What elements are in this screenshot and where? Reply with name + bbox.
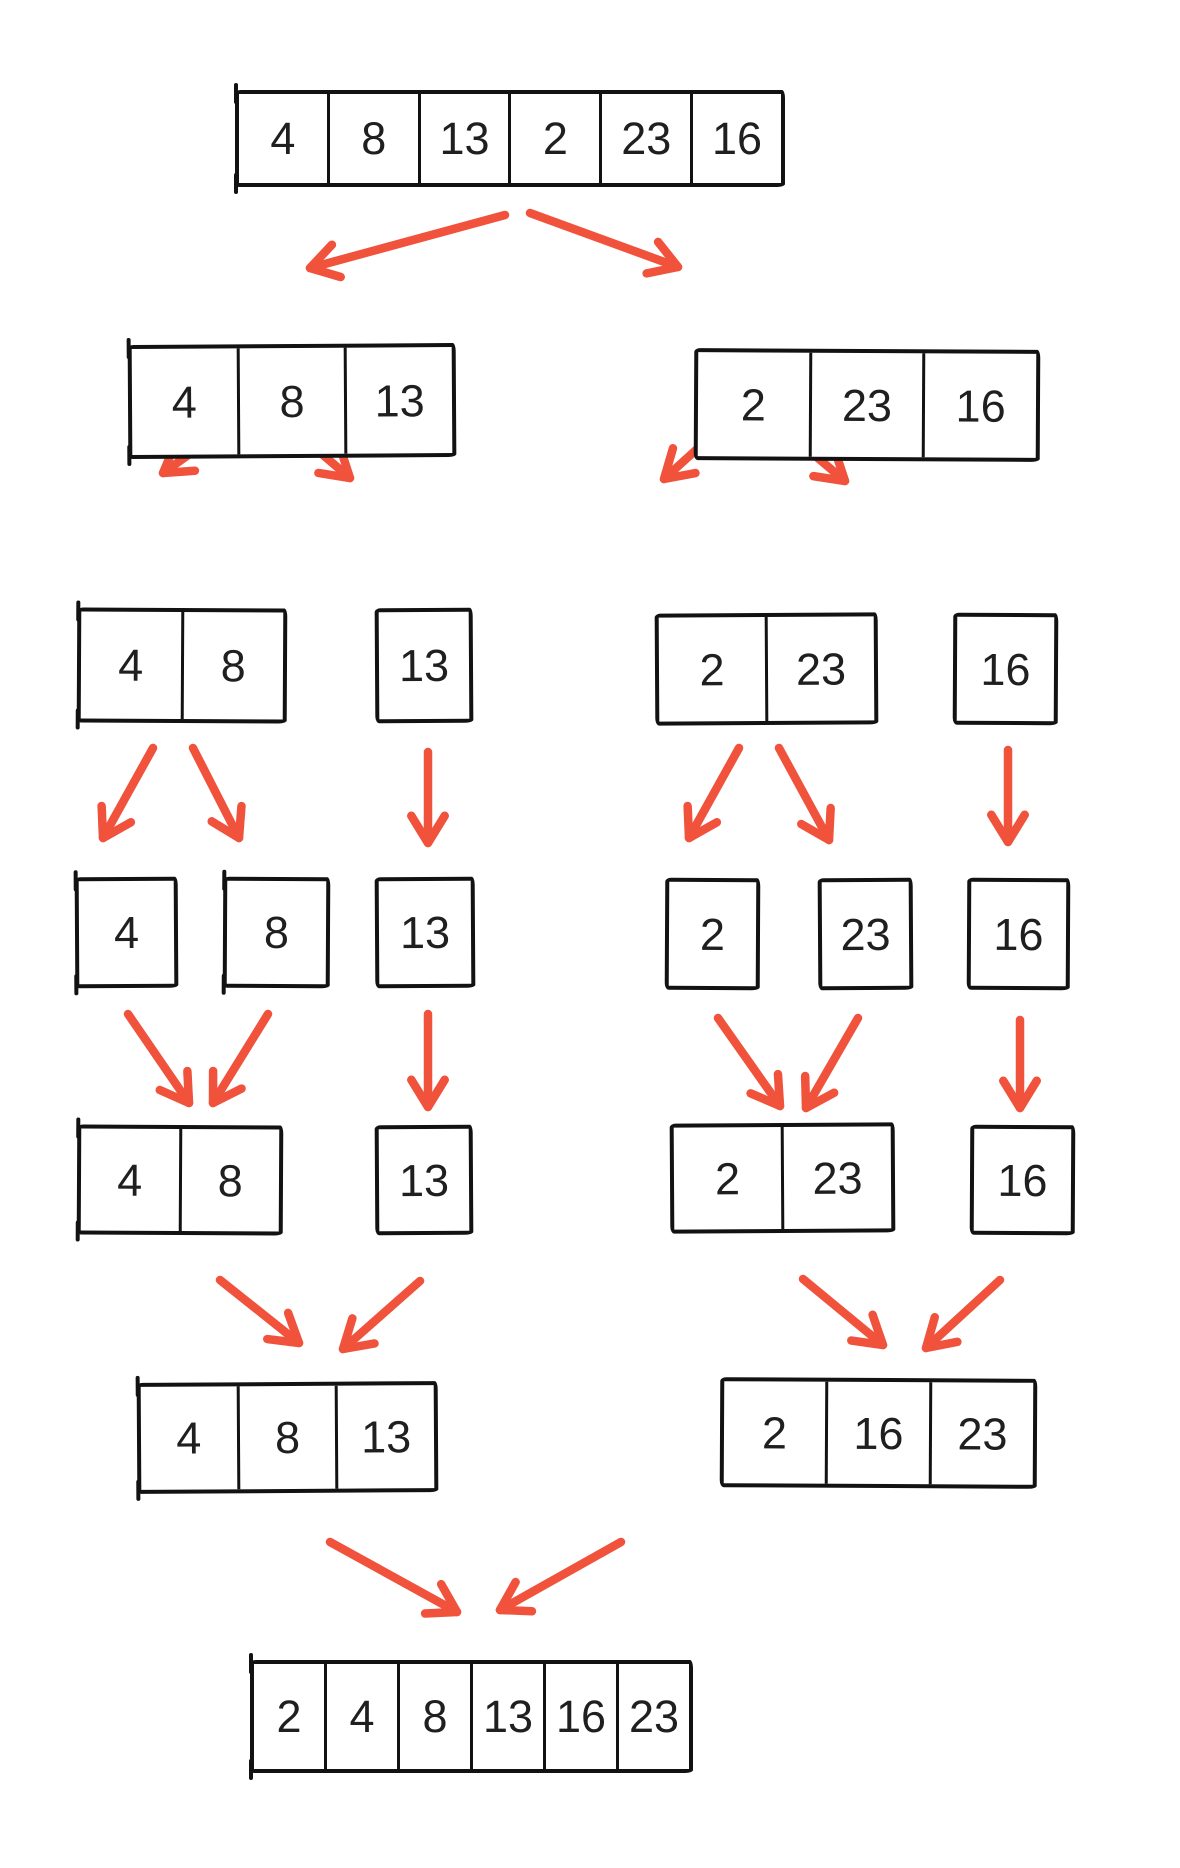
array-cell: 23 [840, 908, 891, 960]
merge-sort-arrow [684, 743, 744, 843]
array-cell: 4 [270, 113, 296, 164]
array-cell: 8 [178, 1128, 280, 1232]
merge-sort-arrow [713, 1013, 785, 1111]
array-cell: 2 [276, 1691, 302, 1742]
array-cell: 4 [113, 906, 140, 959]
merge-sort-arrow [847, 1310, 888, 1350]
array-cell: 13 [470, 1664, 543, 1769]
merge-sort-arrow [97, 801, 136, 843]
array-cell: 4 [171, 376, 198, 428]
array-cell: 2 [699, 643, 725, 695]
split-array-16: 16 [952, 612, 1059, 726]
merge-sort-arrow [495, 1537, 626, 1615]
merge-sort-arrow [305, 240, 345, 282]
merge-sort-arrow [999, 1076, 1041, 1113]
array-cell: 23 [616, 1664, 689, 1769]
array-cell: 8 [180, 611, 284, 720]
merged-array-16: 16 [969, 1124, 1076, 1236]
array-cell: 13 [399, 906, 451, 959]
merge-sort-arrow [525, 208, 683, 272]
merge-sort-arrow [921, 1312, 962, 1353]
array-cell: 23 [928, 1382, 1034, 1485]
array-cell: 8 [397, 1664, 470, 1769]
merge-sort-arrow [338, 1276, 425, 1354]
array-cell: 13 [417, 94, 509, 183]
merged-array-2-23: 2 23 [669, 1122, 896, 1234]
array-cell: 2 [714, 1152, 741, 1204]
array-cell: 16 [997, 1154, 1048, 1206]
array-cell: 8 [236, 347, 345, 455]
merge-sort-arrow [188, 743, 244, 843]
merge-sort-arrow [774, 743, 834, 845]
merge-sort-arrow [155, 1066, 194, 1108]
array-cell: 16 [980, 643, 1031, 695]
array-cell: 13 [398, 1154, 450, 1206]
merge-sort-arrow [746, 1069, 785, 1111]
merge-sort-arrow [642, 237, 683, 278]
array-cell: 4 [117, 1154, 143, 1206]
array-cell: 8 [263, 906, 290, 959]
merge-sort-arrow [683, 801, 722, 843]
array-cell: 23 [764, 616, 875, 722]
single-array-16: 16 [966, 877, 1071, 991]
single-array-13: 13 [374, 876, 476, 989]
array-cell: 16 [543, 1664, 616, 1769]
single-array-2: 2 [664, 877, 761, 991]
array-cell: 8 [326, 94, 418, 183]
array-cell: 16 [922, 353, 1037, 458]
array-cell: 16 [690, 94, 781, 183]
merge-sort-arrow [495, 1577, 537, 1616]
merge-sort-arrow [338, 1314, 379, 1354]
merge-sort-arrow [305, 210, 510, 273]
array-cell: 13 [335, 1385, 435, 1489]
array-cell: 2 [740, 378, 766, 430]
merge-sort-arrow [215, 1275, 304, 1348]
merge-sort-arrow [800, 1071, 839, 1113]
array-cell: 4 [176, 1412, 202, 1464]
merge-sort-arrow [208, 1009, 273, 1108]
merge-sort-arrow [659, 444, 700, 484]
array-cell: 2 [508, 94, 599, 183]
merge-sort-arrow [208, 1066, 246, 1108]
array-cell: 23 [599, 94, 690, 183]
single-array-4: 4 [74, 876, 179, 989]
array-cell: 4 [324, 1664, 397, 1769]
array-cell: 13 [344, 347, 453, 454]
merge-sort-arrow [98, 743, 158, 843]
merge-sort-arrow [123, 1009, 194, 1108]
array-cell: 2 [699, 908, 726, 960]
merge-sort-arrow [407, 1075, 449, 1112]
array-cell: 13 [398, 639, 450, 692]
array-cell: 8 [236, 1385, 336, 1490]
merge-sort-arrow [207, 801, 246, 843]
single-array-8: 8 [222, 876, 331, 989]
merge-sort-arrow [262, 1308, 304, 1348]
array-cell: 23 [808, 352, 923, 458]
merge-sort-arrow [797, 803, 835, 845]
array-cell: 4 [118, 639, 144, 691]
split-array-2-23: 2 23 [654, 612, 879, 726]
array-cell: 2 [761, 1406, 788, 1459]
split-array-13: 13 [374, 607, 474, 724]
merge-sort-arrow [420, 1579, 462, 1618]
array-cell: 16 [993, 908, 1044, 960]
merge-sort-arrow [801, 1013, 863, 1113]
array-cell: 23 [780, 1126, 892, 1230]
merge-sort-arrow [407, 811, 449, 848]
merge-sort-arrow [325, 1537, 462, 1617]
merge-sort-arrow [987, 810, 1029, 847]
array-cell: 16 [824, 1381, 930, 1485]
single-array-23: 23 [817, 877, 914, 991]
merged-array-13: 13 [374, 1124, 474, 1236]
merge-sort-arrow [921, 1275, 1005, 1353]
merge-sort-arrow [798, 1274, 888, 1350]
